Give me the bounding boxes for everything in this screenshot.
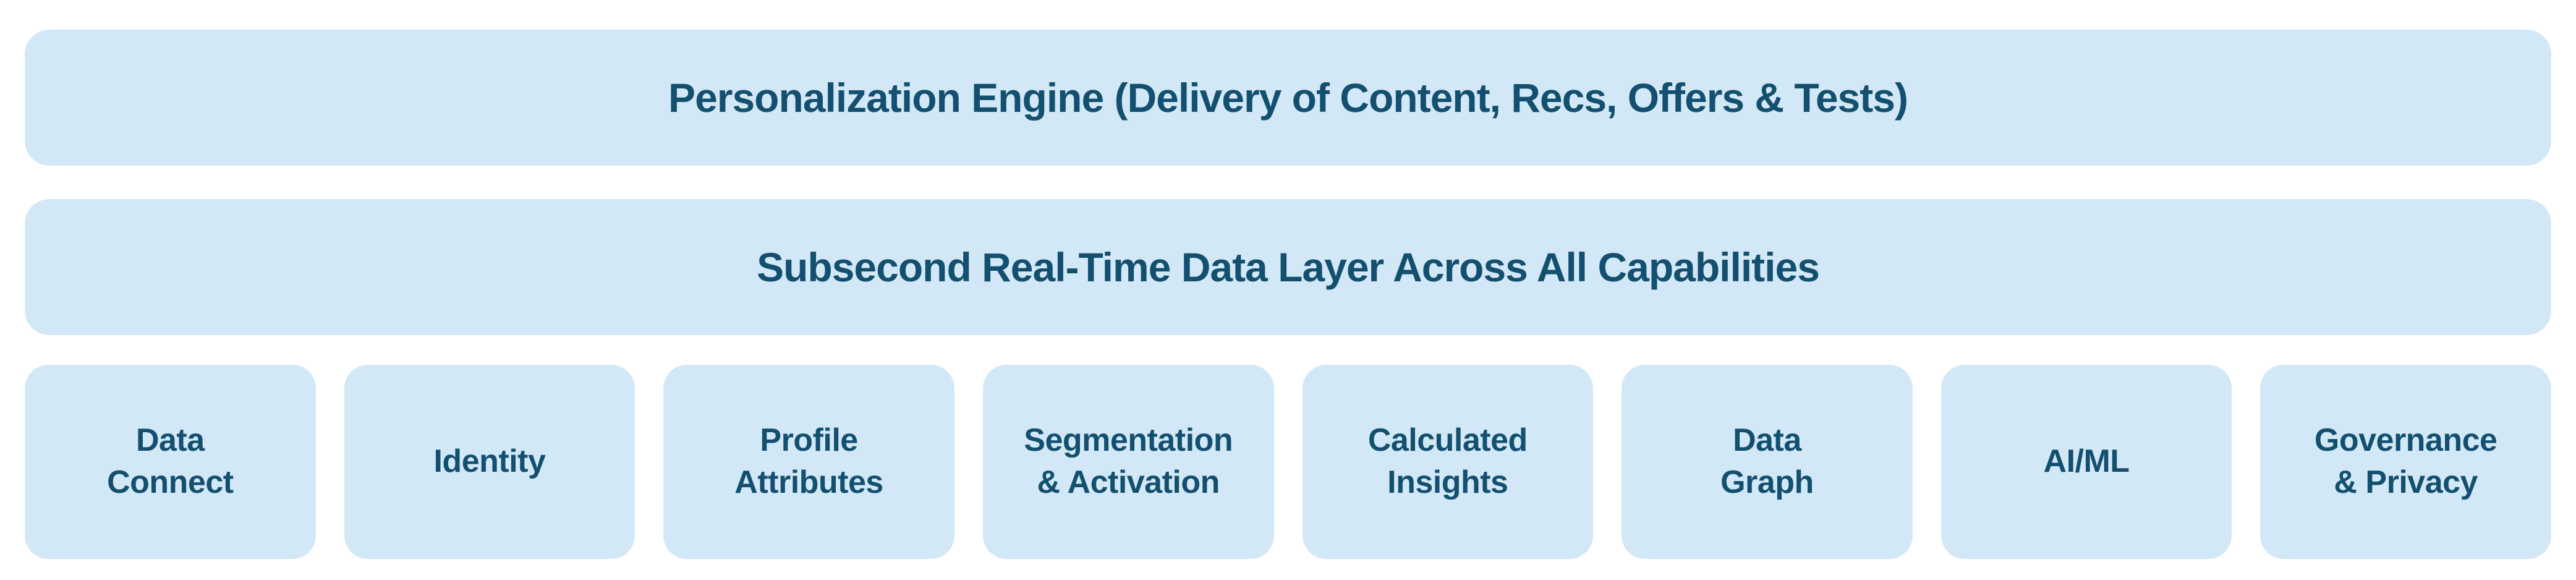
capability-box-identity: Identity xyxy=(344,365,635,559)
capability-row: Data Connect Identity Profile Attributes… xyxy=(25,365,2551,559)
capability-box-governance-privacy: Governance & Privacy xyxy=(2260,365,2551,559)
capability-label-profile-attributes: Profile Attributes xyxy=(734,422,883,500)
realtime-data-layer-label: Subsecond Real-Time Data Layer Across Al… xyxy=(757,244,1820,290)
capability-label-governance-privacy: Governance & Privacy xyxy=(2314,422,2497,500)
capability-box-calculated-insights: Calculated Insights xyxy=(1302,365,1594,559)
capability-box-data-connect: Data Connect xyxy=(25,365,316,559)
capability-label-segmentation-activation: Segmentation & Activation xyxy=(1024,422,1233,500)
capability-label-calculated-insights: Calculated Insights xyxy=(1367,422,1528,500)
capability-label-identity: Identity xyxy=(433,443,546,480)
personalization-engine-bar: Personalization Engine (Delivery of Cont… xyxy=(25,30,2551,166)
capability-box-data-graph: Data Graph xyxy=(1622,365,1913,559)
capability-label-data-connect: Data Connect xyxy=(107,422,234,500)
capability-label-ai-ml: AI/ML xyxy=(2043,443,2130,480)
capability-box-profile-attributes: Profile Attributes xyxy=(663,365,954,559)
capability-label-data-graph: Data Graph xyxy=(1720,422,1814,500)
capability-box-segmentation-activation: Segmentation & Activation xyxy=(982,365,1274,559)
personalization-engine-label: Personalization Engine (Delivery of Cont… xyxy=(668,74,1908,121)
capability-box-ai-ml: AI/ML xyxy=(1941,365,2232,559)
realtime-data-layer-bar: Subsecond Real-Time Data Layer Across Al… xyxy=(25,199,2551,335)
